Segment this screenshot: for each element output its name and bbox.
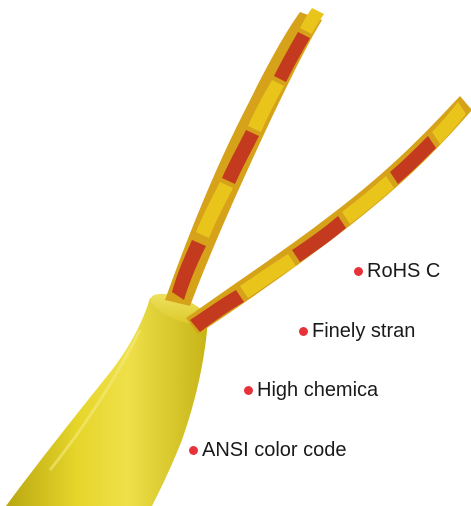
red-dot-icon: [299, 326, 308, 336]
feature-item-ansi-color-code: ANSI color code: [189, 438, 471, 462]
feature-text: ANSI color code: [202, 439, 347, 461]
feature-item-rohs: RoHS C: [354, 259, 471, 283]
feature-text: High chemica: [257, 379, 379, 401]
feature-item-high-chemical: High chemica: [244, 378, 471, 402]
feature-item-finely-stranded: Finely stran: [299, 319, 471, 343]
feature-text: RoHS C: [367, 260, 441, 282]
red-dot-icon: [189, 445, 198, 455]
feature-text: Finely stran: [312, 320, 416, 342]
red-dot-icon: [244, 385, 253, 395]
left-twisted-conductor: [165, 8, 324, 306]
right-twisted-conductor: [186, 96, 471, 334]
red-dot-icon: [354, 266, 363, 276]
